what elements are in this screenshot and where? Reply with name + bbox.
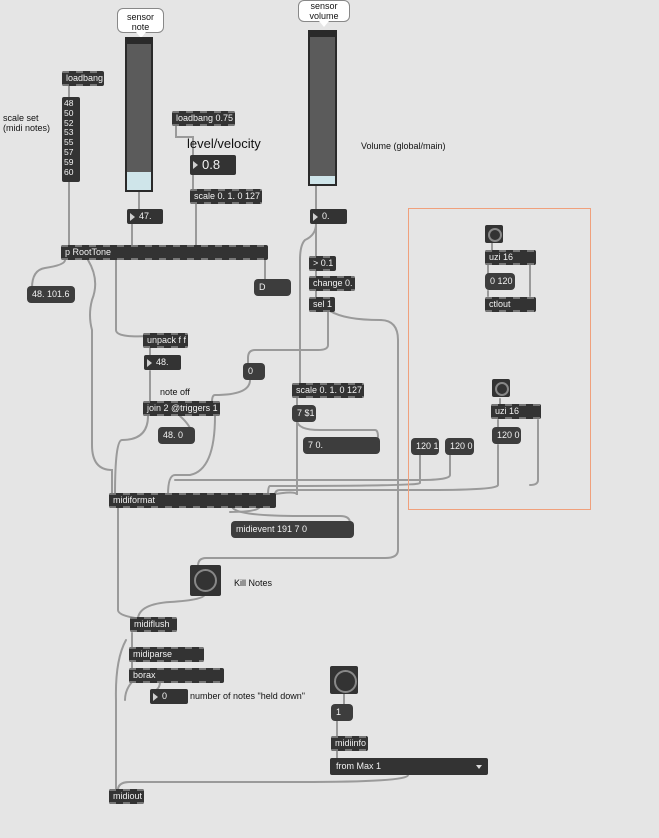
volume-slider-top [310, 32, 335, 37]
midiparse-object[interactable]: midiparse [129, 647, 204, 662]
join-output-message[interactable]: 48. 0 [158, 427, 195, 444]
sensor-note-text: sensor note [126, 12, 154, 32]
sensor-volume-text: sensor volume [309, 1, 339, 21]
scale-list-umenu[interactable]: 48 50 52 53 55 57 59 60 [62, 97, 80, 182]
loadbang-075-object[interactable]: loadbang 0.75 [172, 111, 235, 126]
p-roottone-object[interactable]: p RootTone [61, 245, 268, 260]
seven-dollar-message[interactable]: 7 $1 [292, 405, 316, 422]
d-message[interactable]: D [254, 279, 291, 296]
volume-slider[interactable] [308, 30, 337, 186]
roottone-output-message[interactable]: 48. 101.6 [27, 286, 75, 303]
scale-volume-object[interactable]: scale 0. 1. 0 127 [292, 383, 364, 398]
velocity-number[interactable]: 0.8 [190, 155, 236, 175]
midiout-object[interactable]: midiout [109, 789, 144, 804]
uzi-object-2[interactable]: uzi 16 [491, 404, 541, 419]
note-slider-top [127, 39, 151, 44]
held-notes-number[interactable]: 0 [150, 689, 188, 704]
midiinfo-object[interactable]: midiinfo [331, 736, 368, 751]
scale-velocity-object[interactable]: scale 0. 1. 0 127 [190, 189, 262, 204]
unpack-output-number[interactable]: 48. [144, 355, 181, 370]
sensor-note-bubble: sensor note [117, 8, 164, 38]
msg-120-0-b[interactable]: 120 0 [492, 427, 521, 444]
kill-notes-label: Kill Notes [234, 578, 273, 588]
note-slider[interactable] [125, 37, 153, 192]
midievent-message[interactable]: midievent 191 7 0 [231, 521, 354, 538]
midi-port-selected: from Max 1 [336, 761, 382, 771]
msg-120-0-a[interactable]: 120 0 [445, 438, 474, 455]
seven-zero-message[interactable]: 7 0. [303, 437, 380, 454]
midiformat-object[interactable]: midiformat [109, 493, 276, 508]
change-object[interactable]: change 0. [309, 276, 355, 291]
ctlout-object[interactable]: ctlout [485, 297, 536, 312]
held-down-label: number of notes "held down" [190, 691, 305, 701]
kill-notes-bang[interactable] [190, 565, 221, 596]
unpack-object[interactable]: unpack f f [143, 333, 188, 348]
zero-message[interactable]: 0 [243, 363, 265, 380]
sel-object[interactable]: sel 1 [309, 297, 335, 312]
midiflush-object[interactable]: midiflush [130, 617, 177, 632]
volume-label: Volume (global/main) [361, 141, 446, 151]
volume-slider-fill [310, 176, 335, 184]
midiinfo-bang[interactable] [330, 666, 358, 694]
note-number[interactable]: 47. [127, 209, 163, 224]
uzi-object-1[interactable]: uzi 16 [485, 250, 536, 265]
greater-than-object[interactable]: > 0.1 [309, 256, 336, 271]
volume-number[interactable]: 0. [310, 209, 347, 224]
reset-panel [408, 208, 591, 510]
level-velocity-label: level/velocity [187, 136, 261, 151]
uzi-bang-2[interactable] [492, 379, 510, 397]
zero-120-message[interactable]: 0 120 [485, 273, 515, 290]
msg-120-1[interactable]: 120 1 [411, 438, 439, 455]
join-object[interactable]: join 2 @triggers 1 [143, 401, 220, 416]
note-off-label: note off [160, 387, 190, 397]
loadbang-object[interactable]: loadbang [62, 71, 104, 86]
borax-object[interactable]: borax [129, 668, 224, 683]
note-slider-fill [127, 171, 151, 190]
one-message[interactable]: 1 [331, 704, 353, 721]
midi-port-menu[interactable]: from Max 1 [330, 758, 488, 775]
scale-set-label: scale set (midi notes) [3, 113, 51, 133]
sensor-volume-bubble: sensor volume [298, 0, 350, 27]
uzi-bang-1[interactable] [485, 225, 503, 243]
chevron-down-icon [476, 765, 482, 769]
